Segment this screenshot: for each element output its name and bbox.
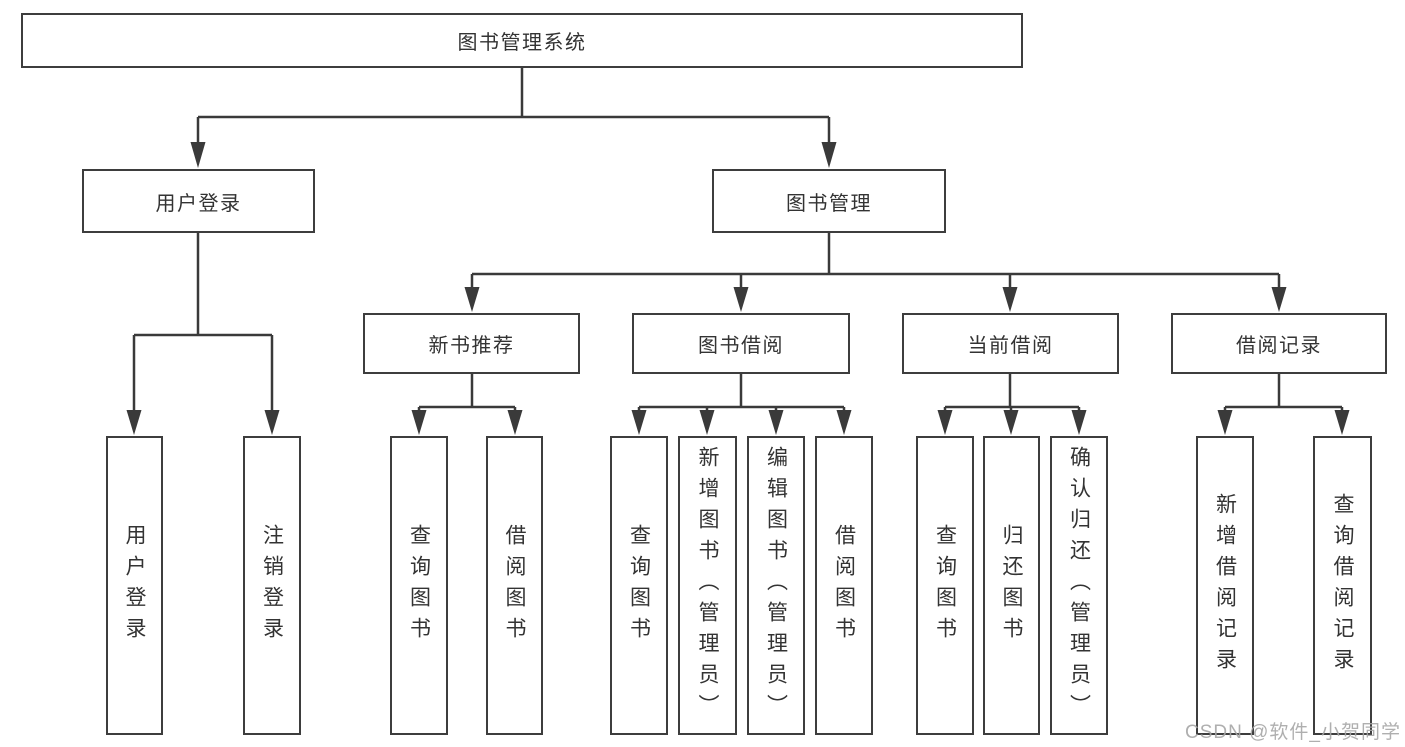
node-label: 图书管理系统 xyxy=(457,32,587,54)
node-label: 图书管理 xyxy=(786,192,872,215)
node-label: 借阅图书 xyxy=(503,523,526,648)
node-new-book-recommendation: 新书推荐 xyxy=(363,313,580,374)
node-label: 新书推荐 xyxy=(428,335,515,357)
node-label: 查询借阅记录 xyxy=(1331,492,1354,679)
leaf-confirm-return-admin: 确认归还（管理员） xyxy=(1050,436,1108,735)
node-label: 新增借阅记录 xyxy=(1213,492,1237,679)
node-label: 借阅图书 xyxy=(832,523,856,648)
leaf-user-login: 用户登录 xyxy=(106,436,163,735)
node-user-login: 用户登录 xyxy=(82,169,315,233)
node-label: 图书借阅 xyxy=(698,335,784,357)
node-current-borrowing: 当前借阅 xyxy=(902,313,1119,374)
node-label: 归还图书 xyxy=(1000,523,1023,648)
node-label: 查询图书 xyxy=(933,523,957,648)
leaf-query-books-recommend: 查询图书 xyxy=(390,436,448,735)
leaf-logout: 注销登录 xyxy=(243,436,301,735)
leaf-edit-books-admin: 编辑图书（管理员） xyxy=(747,436,805,735)
leaf-borrow-books: 借阅图书 xyxy=(815,436,873,735)
node-label: 查询图书 xyxy=(627,523,651,648)
leaf-query-books-borrowing: 查询图书 xyxy=(610,436,668,735)
csdn-watermark: CSDN @软件_小贺同学 xyxy=(1185,722,1401,743)
node-label: 注销登录 xyxy=(260,523,284,648)
node-book-management: 图书管理 xyxy=(712,169,946,233)
node-label: 编辑图书（管理员） xyxy=(764,446,788,725)
leaf-borrow-books-recommend: 借阅图书 xyxy=(486,436,543,735)
node-label: 确认归还（管理员） xyxy=(1067,446,1091,725)
node-label: 用户登录 xyxy=(123,523,146,648)
node-label: 用户登录 xyxy=(155,192,242,215)
node-label: 查询图书 xyxy=(407,523,431,648)
leaf-query-books-current: 查询图书 xyxy=(916,436,974,735)
node-label: 新增图书（管理员） xyxy=(696,446,719,725)
leaf-return-books: 归还图书 xyxy=(983,436,1040,735)
node-label: 当前借阅 xyxy=(967,335,1054,357)
leaf-add-borrow-record: 新增借阅记录 xyxy=(1196,436,1254,735)
leaf-add-books-admin: 新增图书（管理员） xyxy=(678,436,737,735)
node-book-borrowing: 图书借阅 xyxy=(632,313,850,374)
node-library-management-system: 图书管理系统 xyxy=(21,13,1023,68)
node-borrowing-records: 借阅记录 xyxy=(1171,313,1387,374)
node-label: 借阅记录 xyxy=(1236,335,1322,357)
leaf-query-borrow-record: 查询借阅记录 xyxy=(1313,436,1372,735)
